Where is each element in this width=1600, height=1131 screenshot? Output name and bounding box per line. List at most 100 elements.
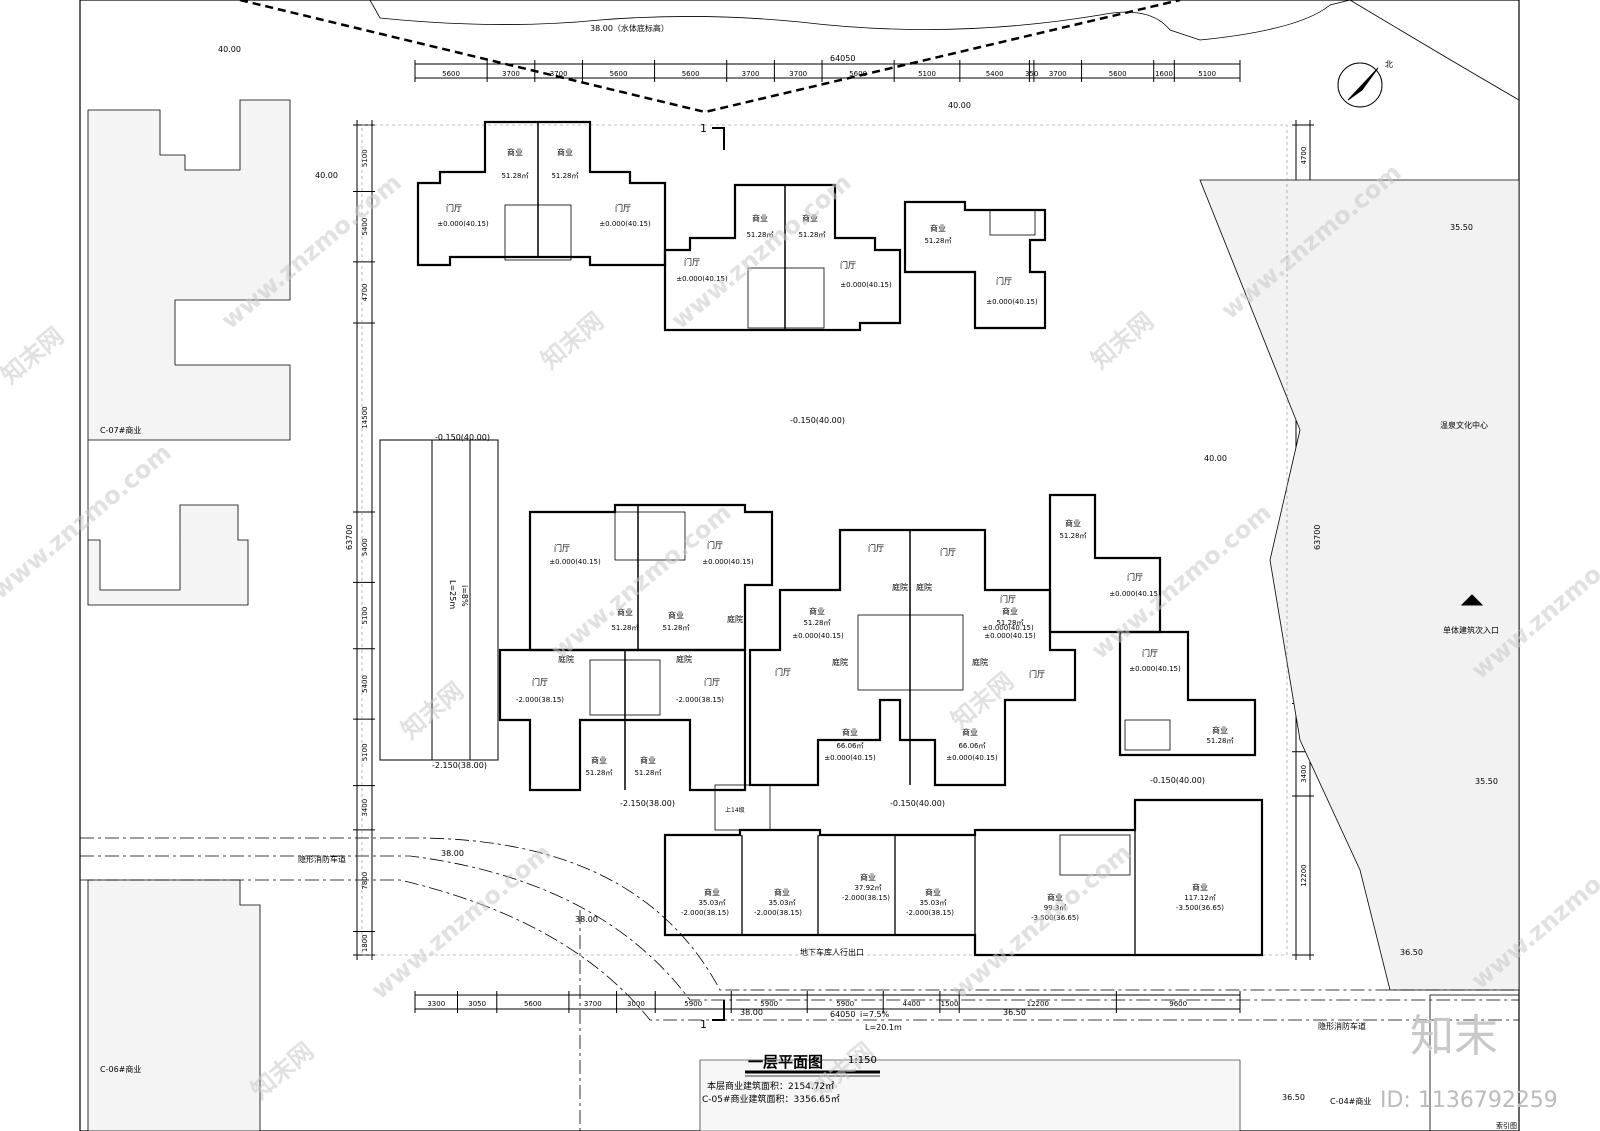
elevation-label: 40.00 bbox=[218, 45, 241, 54]
room-area: 51.28㎡ bbox=[746, 231, 773, 239]
drawing-title: 一层平面图 bbox=[748, 1053, 824, 1071]
bottom-overall-dim: 64050 bbox=[830, 1010, 855, 1019]
room-area: 117.12㎡ bbox=[1184, 894, 1216, 902]
elevation-label: 35.50 bbox=[1475, 777, 1498, 786]
room-area: 51.28㎡ bbox=[803, 619, 830, 627]
room: 门厅 bbox=[940, 547, 956, 557]
dimension-label: 5100 bbox=[918, 70, 936, 78]
yard-elevation: -0.150(40.00) bbox=[435, 433, 490, 442]
dimension-label: 3050 bbox=[468, 1000, 486, 1008]
room-area: 51.28㎡ bbox=[662, 624, 689, 632]
room-name: 商业 bbox=[752, 213, 768, 223]
room-name: 商业 bbox=[640, 755, 656, 765]
section-mark: 1 bbox=[700, 122, 707, 135]
room-name: 庭院 bbox=[676, 654, 692, 664]
room-name: 商业 bbox=[1047, 892, 1063, 902]
yard-elevation: -0.150(40.00) bbox=[790, 416, 845, 425]
room: 门厅 ±0.000(40.15) bbox=[1129, 648, 1181, 673]
elevation-label: 38.00 bbox=[441, 849, 464, 858]
room: 庭院 bbox=[916, 582, 932, 592]
section-mark: 1 bbox=[700, 1018, 707, 1031]
room-area: ±0.000(40.15) bbox=[1129, 665, 1181, 673]
room-level: ±0.000(40.15) bbox=[792, 632, 844, 640]
room-level: -2.000(38.15) bbox=[681, 909, 729, 917]
parking-exit-label: 地下车库人行出口 bbox=[800, 947, 864, 957]
dimension-label: 3400 bbox=[361, 799, 369, 817]
elevation-label: 40.00 bbox=[948, 101, 971, 110]
dimension-label: 3700 bbox=[584, 1000, 602, 1008]
fire-lane-label-a: 隐形消防车道 bbox=[298, 854, 346, 864]
neighbor-c04-label: C-04#商业 bbox=[1330, 1096, 1371, 1106]
dimension-label: 14500 bbox=[361, 406, 369, 428]
neighbor-c07-label: C-07#商业 bbox=[100, 425, 141, 435]
room: 门厅±0.000(40.15) bbox=[549, 543, 601, 566]
room-name: 庭院 bbox=[972, 657, 988, 667]
index-label: 索引图 bbox=[1496, 1121, 1517, 1130]
room: 庭院 bbox=[727, 614, 743, 624]
elevation-label: 38.00 bbox=[575, 915, 598, 924]
room-name: 门厅 bbox=[707, 540, 723, 550]
room-name: 门厅 bbox=[615, 203, 631, 213]
dimension-label: 12200 bbox=[1027, 1000, 1049, 1008]
dimension-label: 1800 bbox=[361, 934, 369, 952]
room-name: 商业 bbox=[930, 223, 946, 233]
yard-elevation: -0.150(40.00) bbox=[890, 799, 945, 808]
room-name: 商业 bbox=[507, 147, 523, 157]
dimension-label: 5600 bbox=[610, 70, 628, 78]
dimension-label: 1500 bbox=[941, 1000, 959, 1008]
room-name: 商业 bbox=[557, 147, 573, 157]
elevation-label: 36.50 bbox=[1282, 1093, 1305, 1102]
room-area: ±0.000(40.15) bbox=[599, 220, 651, 228]
room-area: ±0.000(40.15) bbox=[840, 281, 892, 289]
dimension-label: 5600 bbox=[442, 70, 460, 78]
room-name: 门厅 bbox=[868, 543, 884, 553]
room-name: 商业 bbox=[860, 872, 876, 882]
dimension-label: 5900 bbox=[836, 1000, 854, 1008]
dimension-label: 3700 bbox=[502, 70, 520, 78]
room-area: 51.28㎡ bbox=[1206, 737, 1233, 745]
room: 门厅±0.000(40.15) bbox=[437, 203, 489, 228]
room-name: 商业 bbox=[617, 607, 633, 617]
room-name: 门厅 bbox=[1127, 572, 1143, 582]
room-area: -2.000(38.15) bbox=[676, 696, 724, 704]
room-name: 商业 bbox=[1065, 518, 1081, 528]
room-name: 门厅 bbox=[940, 547, 956, 557]
room-name: 商业 bbox=[802, 213, 818, 223]
room-name: 商业 bbox=[704, 887, 720, 897]
drawing-scale: 1:150 bbox=[848, 1055, 877, 1066]
dimension-label: 12200 bbox=[1300, 864, 1308, 886]
dimension-label: 5100 bbox=[361, 743, 369, 761]
dimension-label: 3700 bbox=[550, 70, 568, 78]
room-name: 门厅 bbox=[684, 257, 700, 267]
room: 门厅±0.000(40.15) bbox=[702, 540, 754, 566]
room: 庭院 bbox=[832, 657, 848, 667]
room: 庭院 bbox=[892, 582, 908, 592]
dimension-label: 3400 bbox=[1300, 765, 1308, 783]
dimension-label: 5400 bbox=[986, 70, 1004, 78]
dimension-label: 7800 bbox=[361, 872, 369, 890]
room-name: 商业 bbox=[925, 887, 941, 897]
room-name: 商业 bbox=[774, 887, 790, 897]
room-area: 51.28㎡ bbox=[996, 619, 1023, 627]
dimension-label: 5100 bbox=[1198, 70, 1216, 78]
room-area: ±0.000(40.15) bbox=[1109, 590, 1161, 598]
room: 门厅±0.000(40.15) bbox=[986, 276, 1038, 306]
room-name: 商业 bbox=[668, 610, 684, 620]
room-area: 66.06㎡ bbox=[836, 742, 863, 750]
room-name: 门厅 bbox=[1142, 648, 1158, 658]
dimension-label: 4700 bbox=[1300, 147, 1308, 165]
yard-elevation: -0.150(40.00) bbox=[1150, 776, 1205, 785]
lower-yard-elevation: -2.150(38.00) bbox=[620, 799, 675, 808]
dimension-label: 3300 bbox=[427, 1000, 445, 1008]
watermark-text: 知末网 bbox=[536, 307, 609, 375]
room-name: 庭院 bbox=[832, 657, 848, 667]
